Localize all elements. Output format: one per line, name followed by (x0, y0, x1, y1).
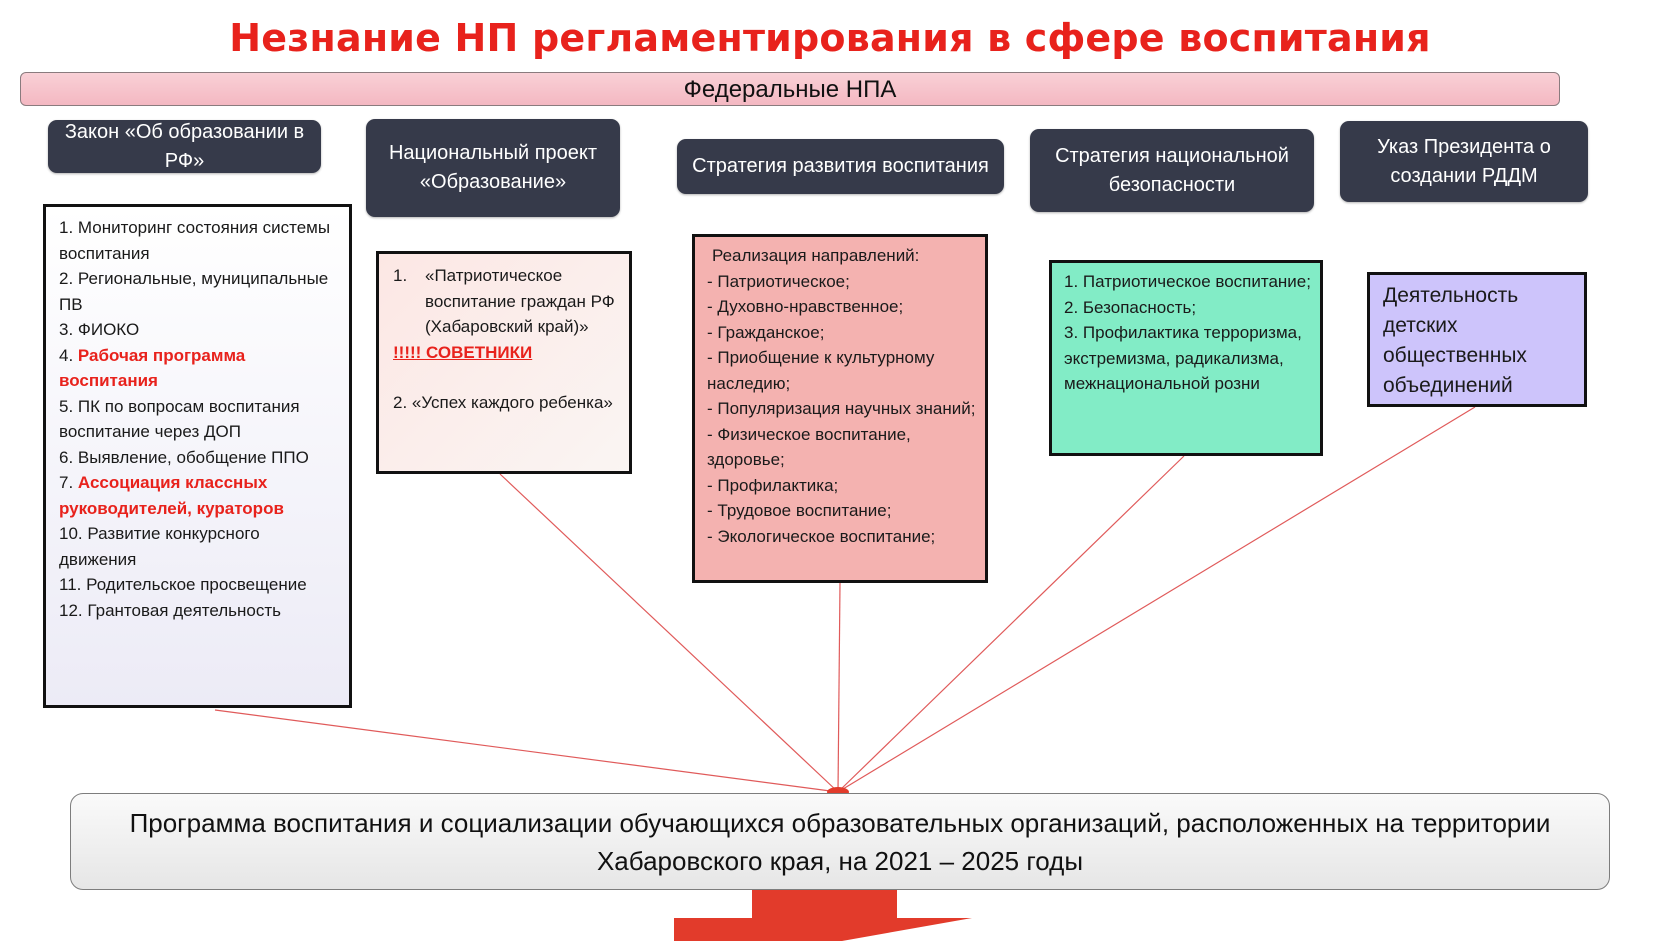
project-items-box: 1. «Патриотическое воспитание граждан РФ… (376, 251, 632, 474)
header-president-decree: Указ Президента о создании РДДМ (1340, 121, 1588, 202)
list-item: 3. Профилактика терроризма, экстремизма,… (1064, 323, 1302, 393)
header-security-strategy: Стратегия национальной безопасности (1030, 129, 1314, 212)
list-item: 2. Региональные, муниципальные ПВ (59, 269, 329, 314)
directions-lead: Реализация направлений: (712, 246, 920, 265)
page-title: Незнание НП регламентирования в сфере во… (229, 16, 1431, 60)
header-national-project: Национальный проект «Образование» (366, 119, 620, 217)
list-item: 7. Ассоциация классных руководителей, ку… (59, 473, 284, 518)
list-item: - Приобщение к культурному наследию; (707, 348, 935, 393)
connector-strategy (837, 582, 841, 793)
down-arrow (674, 890, 972, 941)
list-item: - Гражданское; (707, 322, 825, 342)
list-item: 2. «Успех каждого ребенка» (393, 393, 613, 412)
header-upbringing-strategy: Стратегия развития воспитания (677, 139, 1004, 194)
list-item: - Экологическое воспитание; (707, 526, 936, 546)
regional-program-box: Программа воспитания и социализации обуч… (70, 793, 1610, 890)
connector-law (214, 709, 839, 793)
advisors-warning: !!!!! СОВЕТНИКИ (393, 342, 533, 362)
list-item: - Патриотическое; (707, 271, 850, 291)
list-item: - Трудовое воспитание; (707, 501, 892, 520)
list-item: 4. Рабочая программа воспитания (59, 345, 246, 391)
list-item: 10. Развитие конкурсного движения (59, 524, 260, 569)
list-item: 6. Выявление, обобщение ППО (59, 447, 309, 467)
list-item: 5. ПК по вопросам воспитания воспитание … (59, 396, 300, 442)
list-item: 12. Грантовая деятельность (59, 600, 282, 620)
list-item: 1. «Патриотическое воспитание граждан РФ… (393, 266, 615, 336)
law-items-box: 1. Мониторинг состояния системы воспитан… (43, 204, 352, 708)
list-item: 1. Патриотическое воспитание; (1064, 272, 1311, 291)
list-item: - Физическое воспитание, здоровье; (707, 424, 911, 470)
list-item: - Популяризация научных знаний; (707, 399, 976, 418)
list-item: 1. Мониторинг состояния системы воспитан… (59, 218, 331, 263)
security-items-box: 1. Патриотическое воспитание; 2. Безопас… (1049, 260, 1323, 456)
decree-box: Деятельность детских общественных объеди… (1367, 272, 1587, 407)
strategy-directions-box: Реализация направлений: - Патриотическое… (692, 234, 988, 583)
federal-npa-banner: Федеральные НПА (20, 72, 1560, 106)
list-item: - Профилактика; (707, 475, 839, 495)
list-item: 2. Безопасность; (1064, 297, 1197, 317)
header-education-law: Закон «Об образовании в РФ» (48, 120, 321, 173)
list-item: 3. ФИОКО (59, 320, 140, 339)
list-item: - Духовно-нравственное; (707, 297, 904, 316)
list-item: 11. Родительское просвещение (59, 575, 307, 594)
